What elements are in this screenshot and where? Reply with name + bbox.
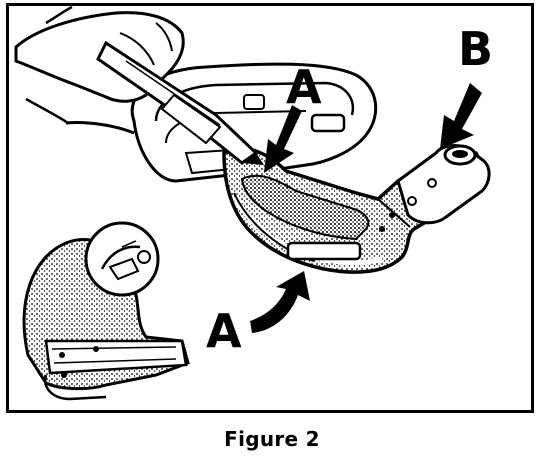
arrow-b-icon: [440, 83, 482, 149]
cutter-blade-illustration: [96, 40, 264, 165]
figure-illustration: A B A: [6, 3, 534, 413]
arrow-a-top-icon: [264, 105, 302, 173]
figure-caption: Figure 2: [224, 427, 320, 451]
callout-b: B: [458, 22, 493, 76]
arrow-a-bottom-icon: [250, 271, 310, 333]
callout-a-bottom: A: [206, 304, 242, 358]
callout-a-top: A: [286, 60, 322, 114]
tubing-cutter-inset-illustration: [22, 221, 190, 401]
tubing-cutter-illustration: [130, 62, 491, 274]
